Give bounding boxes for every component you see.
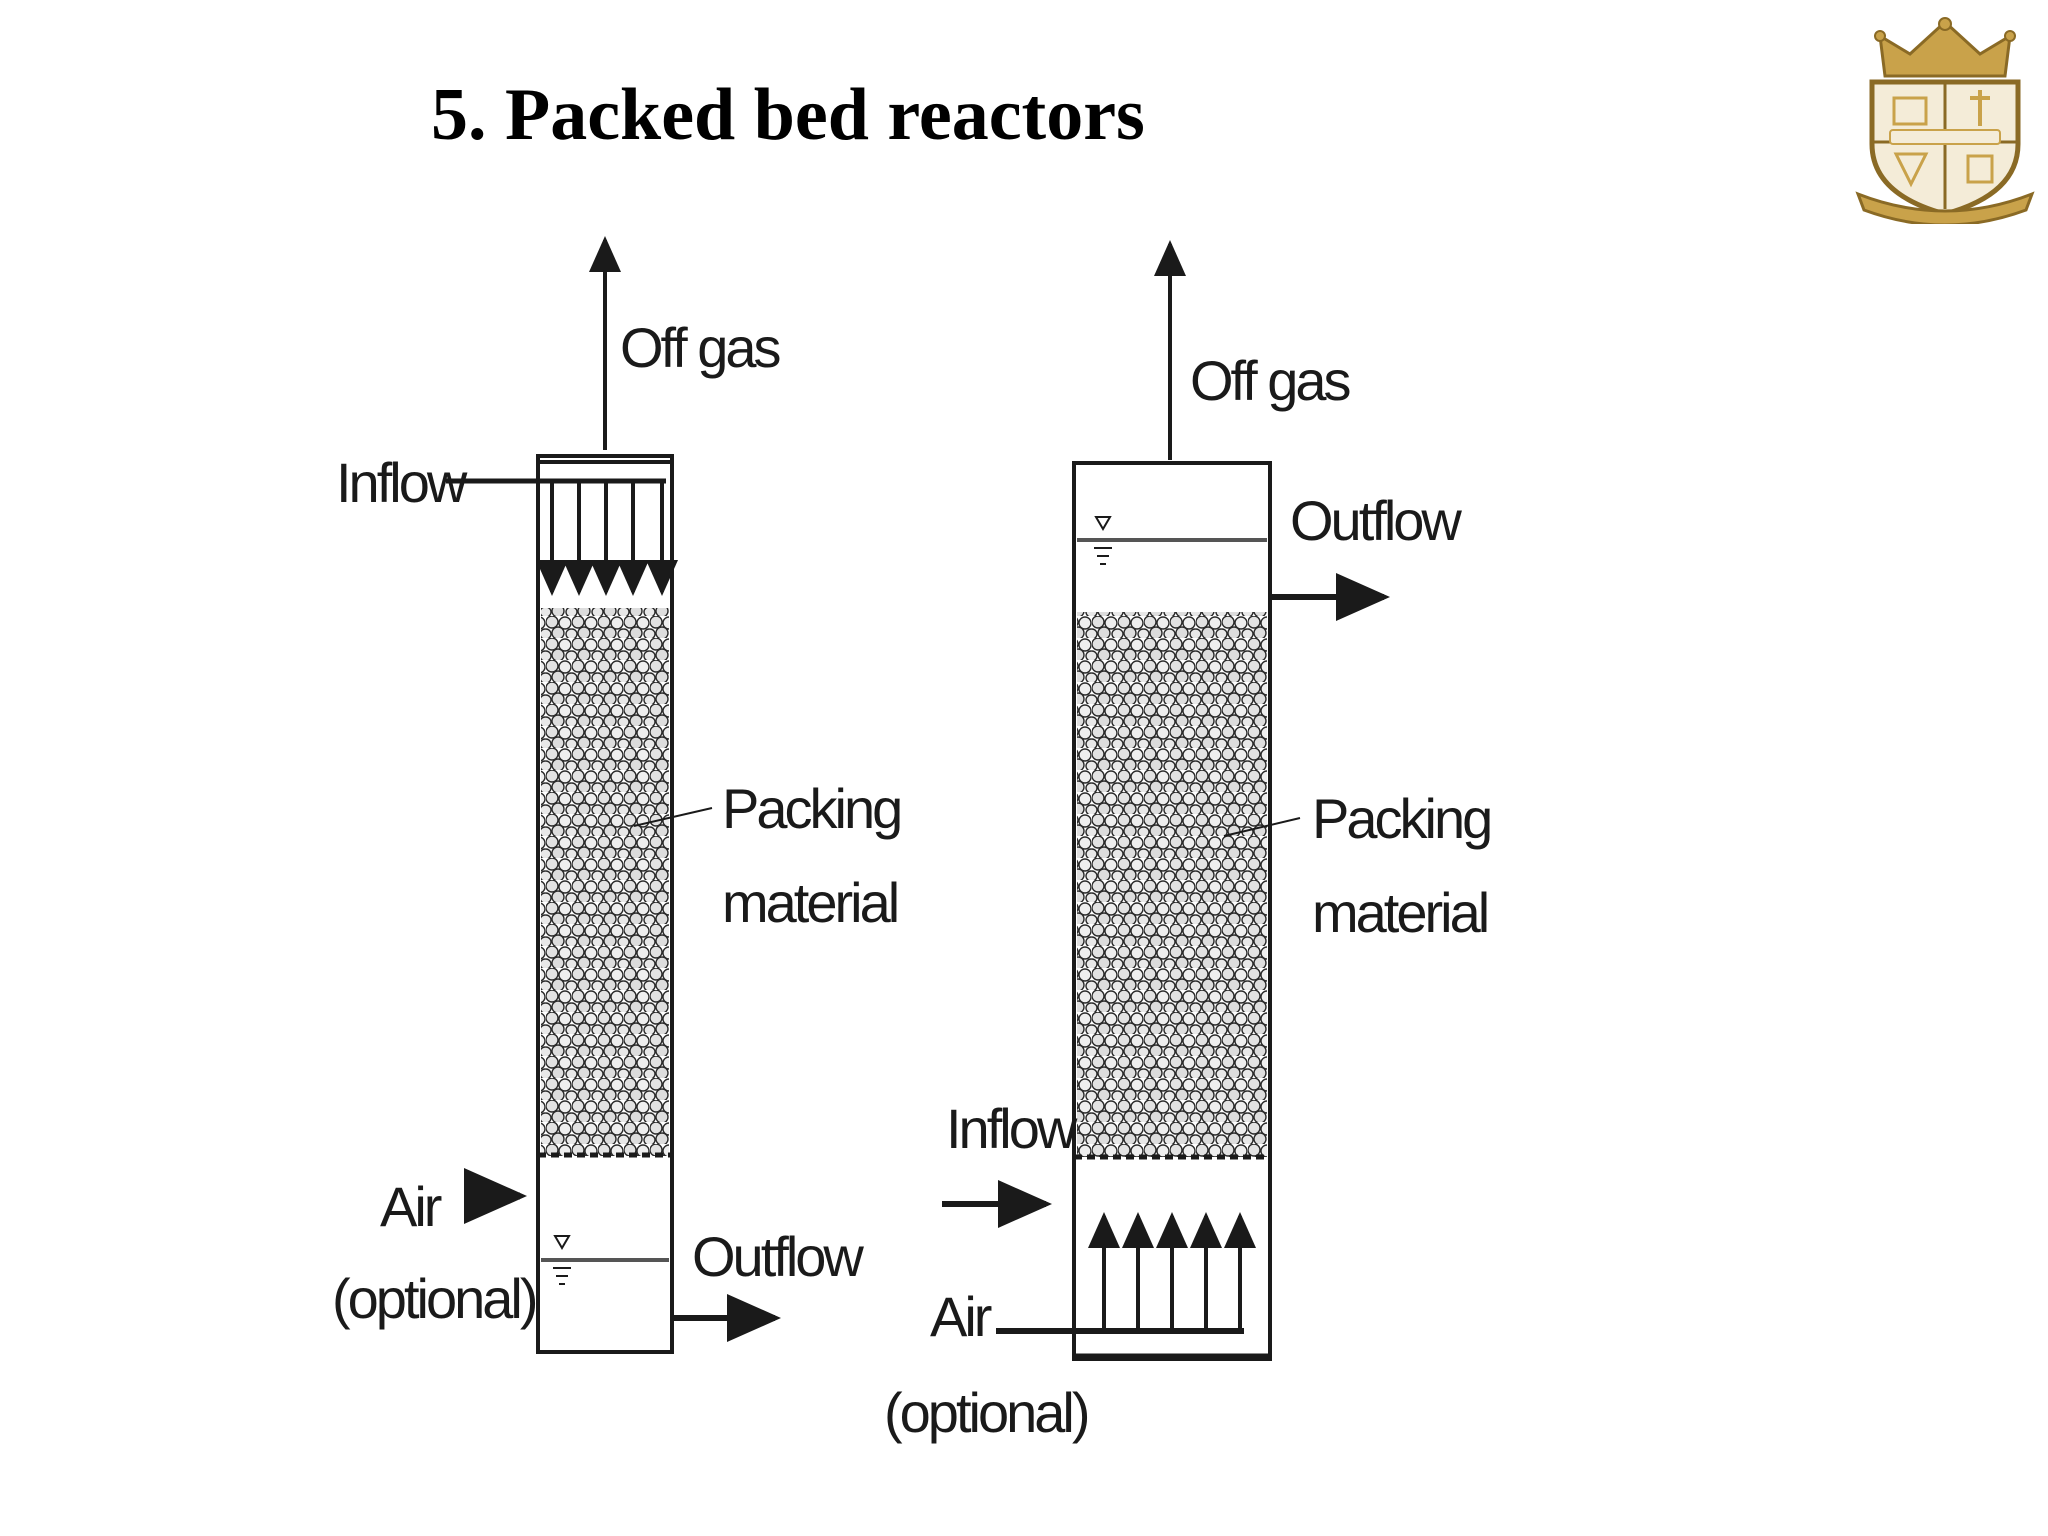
college-crest-icon <box>1855 17 2035 224</box>
off-gas-label: Off gas <box>1190 349 1350 412</box>
packing-leader <box>1223 817 1301 837</box>
air-optional-label: (optional) <box>332 1267 536 1330</box>
packing-bed <box>541 608 669 1156</box>
slide-title: 5. Packed bed reactors <box>431 74 1145 156</box>
off-gas-label: Off gas <box>620 316 780 379</box>
air-optional-label: (optional) <box>884 1381 1088 1444</box>
air-diffuser-arrows <box>1088 1212 1256 1331</box>
material-label: material <box>722 871 897 934</box>
crest-shield <box>1869 79 2021 217</box>
upflow-reactor: Off gas Outflow Packing material Inflow … <box>884 240 1493 1444</box>
air-label: Air <box>930 1285 992 1348</box>
water-level-symbol <box>1094 516 1112 565</box>
packing-bed <box>1077 612 1267 1157</box>
packing-leader <box>633 807 713 827</box>
water-level-symbol <box>553 1235 571 1285</box>
packing-label: Packing <box>1312 787 1490 850</box>
downflow-reactor: Off gas Inflow Packing material Air (opt… <box>332 236 903 1354</box>
outflow-label: Outflow <box>692 1225 864 1288</box>
material-label: material <box>1312 881 1487 944</box>
outflow-label: Outflow <box>1290 489 1462 552</box>
packing-label: Packing <box>722 777 900 840</box>
inflow-label: Inflow <box>946 1097 1078 1160</box>
reactor-column <box>536 454 674 1354</box>
distributor-arrows <box>536 481 678 596</box>
inflow-label: Inflow <box>336 451 468 514</box>
air-label: Air <box>380 1175 442 1238</box>
crest-crown <box>1874 17 2016 78</box>
crest-ribbon <box>1855 191 2035 224</box>
reactor-column <box>1072 461 1272 1361</box>
